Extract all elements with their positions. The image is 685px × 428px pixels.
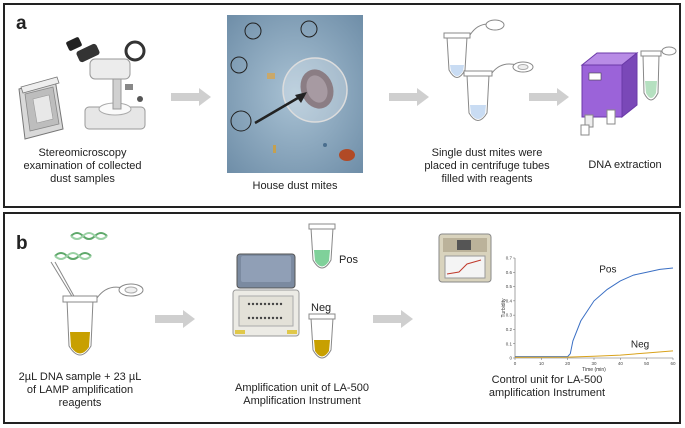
pipette-tip-icon [50, 261, 74, 299]
panel-a-label: a [16, 13, 27, 34]
chart-series-line-pos [515, 267, 674, 358]
arrow-right-icon [171, 88, 211, 106]
lamp-reagent-tube-illustration [50, 232, 144, 356]
panel-a: a Stereomicroscopy examination of collec… [3, 3, 681, 208]
chart-y-tick-label: 0.1 [506, 341, 513, 346]
microscope-icon [66, 37, 146, 130]
chart-x-tick-label: 10 [539, 361, 545, 366]
small-tube-icon [580, 109, 616, 136]
chart-y-tick-label: 0.6 [506, 270, 513, 275]
arrow-right-icon [389, 88, 429, 106]
caption-single-dust-mites: Single dust mites were placed in centrif… [424, 147, 550, 185]
positive-tube-icon [308, 223, 336, 269]
centrifuge-tube-icon [443, 19, 505, 78]
stereomicroscope-illustration [18, 37, 146, 140]
amplification-unit-illustration [232, 253, 300, 337]
chart-x-tick-label: 30 [591, 361, 597, 366]
dna-extraction-illustration [580, 46, 677, 136]
centrifuge-tubes-illustration [443, 19, 534, 121]
chart-x-tick-label: 50 [644, 361, 650, 366]
series-label-neg: Neg [631, 339, 649, 350]
dna-helix-icon [54, 232, 108, 260]
chart-y-tick-label: 0.5 [506, 284, 513, 289]
control-unit-illustration [438, 233, 492, 283]
caption-control-unit: Control unit for LA-500 amplification In… [488, 374, 606, 399]
caption-stereomicroscopy: Stereomicroscopy examination of collecte… [23, 147, 142, 185]
panel-b-label: b [16, 233, 28, 254]
series-label-pos: Pos [599, 264, 616, 275]
tube-label-pos: Pos [339, 254, 358, 266]
sample-bags-icon [18, 76, 64, 140]
house-dust-mite-photo [227, 15, 363, 173]
control-unit-device-icon [438, 233, 492, 283]
caption-lamp-reagents: 2µL DNA sample + 23 µL of LAMP amplifica… [18, 371, 142, 409]
centrifuge-tube-icon [463, 61, 534, 121]
chart-series-line-neg [514, 350, 674, 358]
negative-tube-icon [308, 313, 336, 359]
amplification-device-icon [232, 253, 300, 337]
chart-x-tick-label: 60 [670, 361, 676, 366]
chart-x-axis-label: Time (min) [582, 367, 606, 373]
caption-amplification-unit: Amplification unit of LA-500 Amplificati… [235, 382, 369, 407]
tube-label-neg: Neg [311, 302, 332, 314]
chart-y-tick-label: 0.3 [506, 313, 513, 318]
centrifuge-tube-icon [640, 46, 677, 101]
chart-x-tick-label: 20 [565, 361, 571, 366]
chart-y-tick-label: 0.2 [506, 327, 513, 332]
chart-y-tick-label: 0.7 [506, 256, 513, 261]
extraction-box-icon [580, 51, 639, 119]
chart-y-axis-label: Turbidity [501, 298, 507, 317]
arrow-right-icon [529, 88, 569, 106]
arrow-right-icon [155, 310, 195, 328]
turbidity-chart: 0 0.1 0.2 0.3 0.4 0.5 0.6 0.7 0 10 20 30 40 50 60 Time… [501, 256, 676, 373]
panel-b: b 2µL DNA sample + 23 µL of LAMP amplifi… [3, 212, 681, 424]
caption-house-dust-mites: House dust mites [252, 180, 338, 192]
centrifuge-tube-icon [62, 283, 144, 356]
chart-y-tick-label: 0.4 [506, 298, 513, 303]
chart-y-tick-label: 0 [509, 356, 512, 361]
chart-x-tick-label: 0 [514, 361, 517, 366]
chart-x-tick-label: 40 [618, 361, 624, 366]
arrow-right-icon [373, 310, 413, 328]
caption-dna-extraction: DNA extraction [588, 159, 662, 171]
